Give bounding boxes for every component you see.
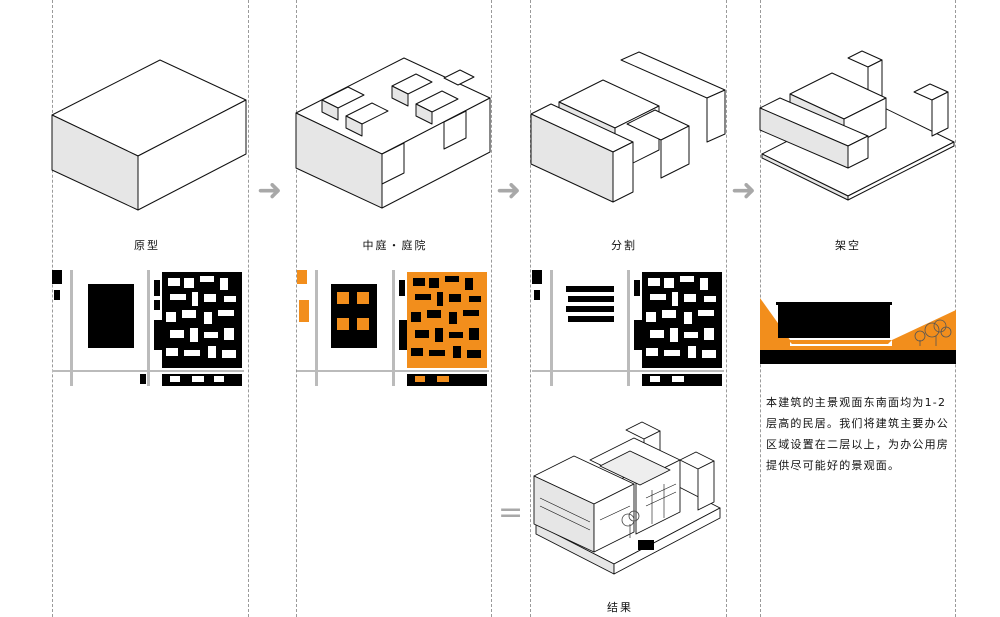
divider-line — [726, 0, 727, 617]
stage-label-split: 分割 — [611, 239, 637, 252]
divider-line — [248, 0, 249, 617]
arrow-icon: ➜ — [496, 173, 522, 208]
elevated-massing — [759, 50, 955, 201]
divider-line — [296, 0, 297, 617]
arrow-icon: ➜ — [731, 173, 757, 208]
section-elevated — [760, 298, 956, 364]
stage-label-prototype: 原型 — [134, 239, 160, 252]
prototype-massing — [51, 59, 247, 211]
arrow-icon: ➜ — [257, 173, 283, 208]
stage-label-elevated: 架空 — [835, 239, 861, 252]
stage-label-result: 结果 — [607, 601, 633, 614]
equals-icon: = — [498, 495, 524, 530]
result-massing — [533, 421, 721, 575]
divider-line — [491, 0, 492, 617]
description-text: 本建筑的主景观面东南面均为1-2 层高的民居。我们将建筑主要办公 区域设置在二层… — [766, 396, 949, 472]
divider-line — [52, 0, 53, 617]
split-massing — [530, 51, 726, 203]
courtyard-massing — [295, 57, 491, 209]
site-plan-courtyard — [297, 270, 489, 386]
site-plan-split — [532, 270, 724, 386]
divider-line — [955, 0, 956, 617]
site-plan-prototype — [52, 270, 244, 386]
divider-line — [530, 0, 531, 617]
stage-label-courtyard: 中庭・庭院 — [362, 239, 428, 252]
